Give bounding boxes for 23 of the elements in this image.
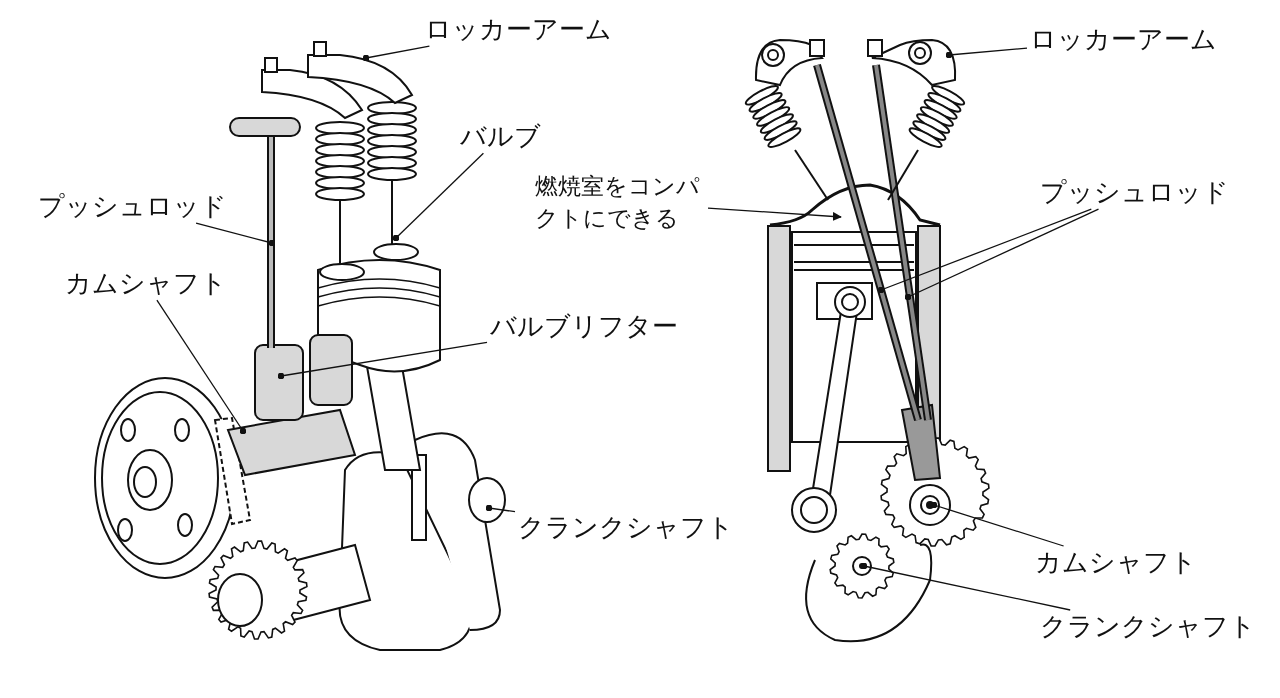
part-label: ロッカーアーム (1030, 24, 1217, 56)
part-label: プッシュロッド (1040, 177, 1229, 209)
leader-line (930, 501, 1065, 547)
part-label: クランクシャフト (1040, 611, 1256, 643)
leader-line (877, 208, 1092, 294)
leader-line (195, 222, 276, 247)
part-label: バルブリフター (490, 311, 678, 343)
leader-line (277, 341, 488, 380)
leader-line (392, 152, 485, 242)
part-label: クランクシャフト (518, 512, 734, 544)
leader-line (156, 299, 247, 435)
arrow (707, 207, 842, 221)
callout-text: 燃焼室をコンパクトにできる (535, 170, 705, 235)
leader-line (362, 45, 431, 62)
part-label: カムシャフト (65, 268, 227, 300)
leader-line (860, 562, 1071, 611)
part-label: ロッカーアーム (425, 14, 612, 46)
leader-line (945, 47, 1028, 59)
part-label: カムシャフト (1035, 547, 1197, 579)
leader-line (485, 504, 516, 513)
leader-line (904, 208, 1100, 301)
part-label: バルブ (460, 121, 541, 153)
part-label: プッシュロッド (38, 191, 227, 223)
